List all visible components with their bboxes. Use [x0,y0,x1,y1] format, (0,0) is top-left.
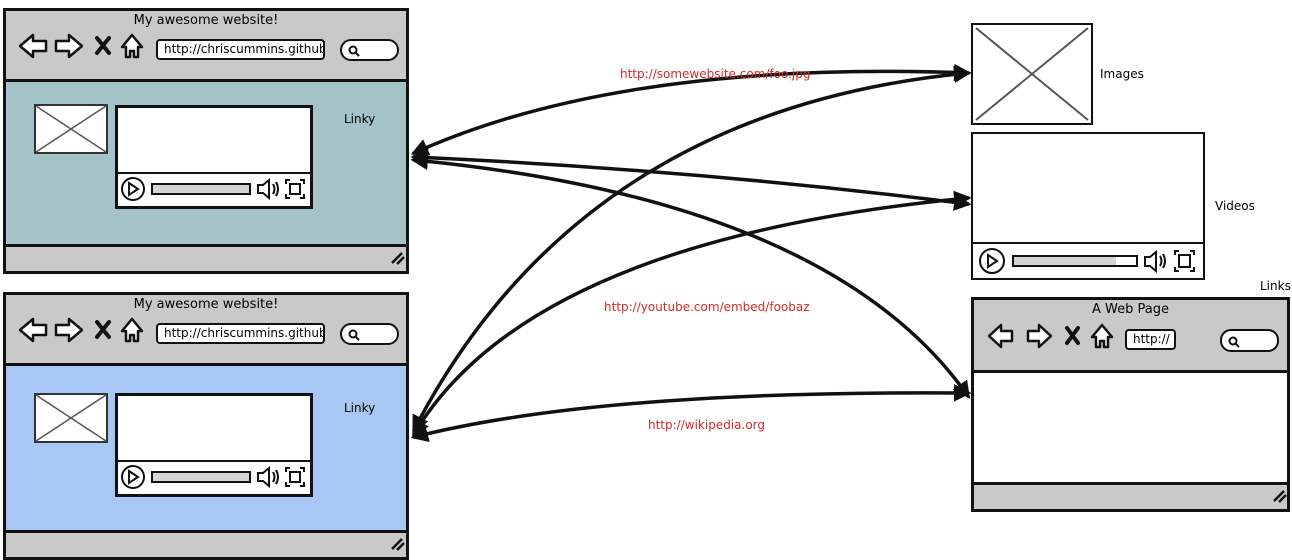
image-placeholder-icon [975,27,1089,121]
connector-top-to-image [410,63,972,156]
browser-title: A Web Page [1092,302,1169,317]
close-icon[interactable] [1065,326,1080,345]
video-player[interactable] [115,393,313,497]
wiki-url-label[interactable]: http://wikipedia.org [648,418,765,432]
play-icon[interactable] [121,177,145,201]
forward-arrow-icon[interactable] [54,33,84,59]
search-box[interactable] [1220,329,1279,352]
videos-label: Videos [1215,199,1255,213]
connector-top-to-video [410,148,972,211]
video-controls [118,460,310,494]
video-controls [973,242,1203,278]
connector-bottom-to-video [412,190,972,438]
fullscreen-icon[interactable] [285,467,305,487]
video-controls [118,172,310,206]
close-icon[interactable] [95,320,111,339]
connector-top-to-webpage [410,152,971,399]
back-arrow-icon[interactable] [18,33,48,59]
browser-toolbar: My awesome website! http://chriscummins.… [6,295,406,366]
home-icon[interactable] [120,317,144,343]
home-icon[interactable] [120,33,144,59]
browser-window-top: My awesome website! http://chriscummins.… [3,8,409,274]
volume-icon[interactable] [257,465,279,489]
links-label: Links [1260,279,1291,293]
page-content: Linky [6,82,406,247]
progress-bar[interactable] [151,183,251,195]
url-bar[interactable]: http:// [1125,329,1176,350]
web-page-target: A Web Page http:// [971,297,1290,512]
page-content [974,373,1287,485]
browser-toolbar: My awesome website! http://chriscummins.… [6,11,406,82]
search-box[interactable] [340,323,399,345]
images-label: Images [1100,67,1144,81]
fullscreen-icon[interactable] [1174,250,1195,272]
close-icon[interactable] [95,36,111,55]
resize-grip-icon[interactable] [391,252,405,265]
progress-bar[interactable] [1012,255,1138,267]
browser-title: My awesome website! [133,297,279,312]
browser-statusbar [6,244,406,271]
home-icon[interactable] [1090,323,1114,349]
connector-bottom-to-image [412,65,972,434]
image-placeholder [34,104,108,154]
fullscreen-icon[interactable] [285,179,305,199]
image-target [971,23,1093,125]
browser-statusbar [974,482,1287,509]
video-url-label[interactable]: http://youtube.com/embed/foobaz [604,300,810,314]
browser-statusbar [6,530,406,557]
search-icon [348,45,360,57]
browser-window-bottom: My awesome website! http://chriscummins.… [3,292,409,560]
url-bar[interactable]: http://chriscummins.github.i [156,323,325,344]
search-box[interactable] [340,39,399,61]
volume-icon[interactable] [1144,249,1166,274]
forward-arrow-icon[interactable] [54,317,84,343]
browser-title: My awesome website! [133,13,279,28]
page-content: Linky [6,366,406,533]
image-placeholder [34,393,108,443]
sidebar-link-label[interactable]: Linky [344,112,376,126]
image-placeholder-icon [35,105,107,153]
play-icon[interactable] [121,465,145,489]
browser-toolbar: A Web Page http:// [974,300,1287,373]
image-placeholder-icon [35,394,107,442]
volume-icon[interactable] [257,177,279,201]
progress-bar[interactable] [151,471,251,483]
sidebar-link-label[interactable]: Linky [344,401,376,415]
url-bar[interactable]: http://chriscummins.github.i [156,39,325,60]
play-icon[interactable] [979,248,1005,274]
search-icon [1228,336,1240,348]
resize-grip-icon[interactable] [1273,490,1287,503]
forward-arrow-icon[interactable] [1026,323,1053,349]
back-arrow-icon[interactable] [987,323,1014,349]
resize-grip-icon[interactable] [391,538,405,551]
video-player[interactable] [115,105,313,209]
back-arrow-icon[interactable] [18,317,48,343]
search-icon [348,329,360,341]
video-target[interactable] [971,132,1205,280]
image-url-label[interactable]: http://somewebsite.com/foo.jpg [620,67,811,81]
